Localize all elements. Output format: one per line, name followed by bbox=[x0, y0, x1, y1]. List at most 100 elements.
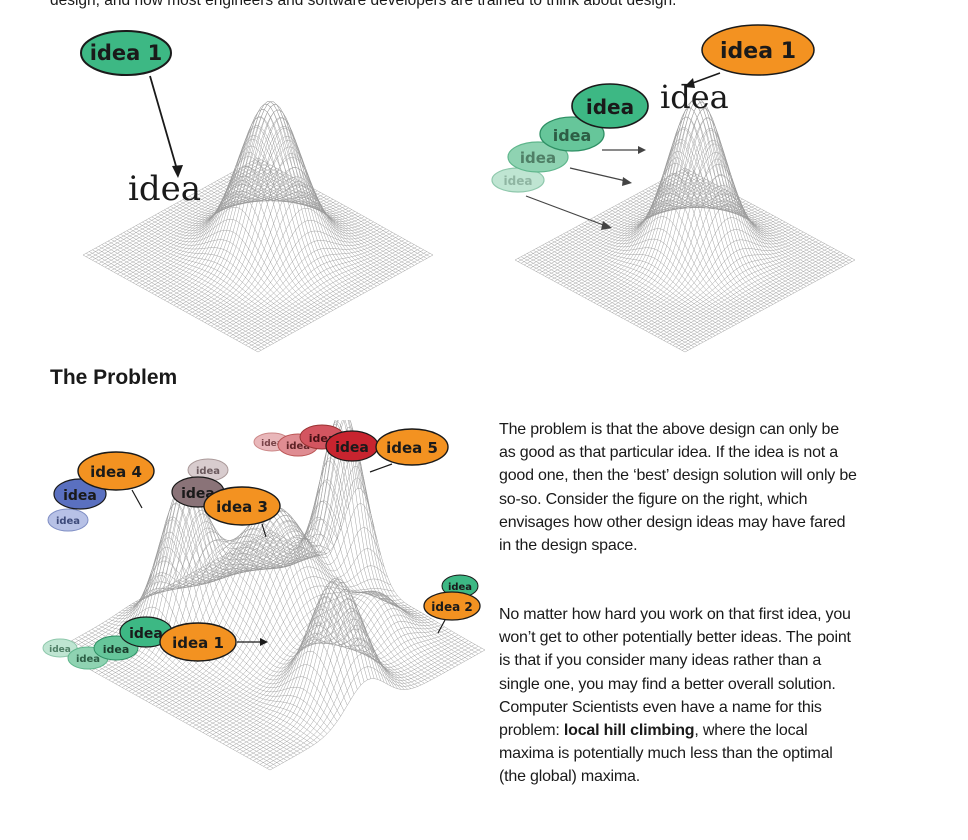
mesh-line bbox=[142, 221, 318, 320]
idea5-faded-1-label: idea bbox=[335, 440, 369, 456]
mesh-line bbox=[554, 189, 725, 282]
idea3-bubble bbox=[203, 486, 281, 526]
mesh-line bbox=[112, 591, 328, 734]
mesh-line bbox=[148, 420, 365, 703]
idea3-faded-1-label: idea bbox=[181, 486, 215, 502]
arrow-head bbox=[638, 146, 646, 154]
mesh-line bbox=[232, 240, 409, 339]
mesh-line bbox=[148, 206, 324, 316]
mesh-line bbox=[524, 254, 695, 348]
paragraph-1: The problem is that the above design can… bbox=[499, 421, 857, 555]
trail-bubble-1 bbox=[571, 83, 649, 129]
mesh-line bbox=[533, 249, 704, 343]
mesh-line bbox=[642, 236, 813, 330]
mesh-line bbox=[542, 245, 713, 338]
figure-single-idea: idea 1 idea bbox=[80, 28, 460, 358]
mesh-line bbox=[92, 249, 268, 348]
multi-hill-mesh bbox=[54, 420, 486, 771]
mesh-line bbox=[201, 194, 377, 322]
idea3-faded-2-label: idea bbox=[196, 466, 220, 477]
paragraph-2-text: No matter how hard you work on that firs… bbox=[499, 606, 851, 740]
mesh-line bbox=[242, 246, 418, 344]
mesh-line bbox=[179, 585, 395, 720]
trail-bubble-4-label: idea bbox=[504, 174, 533, 188]
mesh-line bbox=[136, 225, 312, 323]
mesh-line bbox=[593, 157, 765, 310]
mesh-line bbox=[198, 181, 374, 320]
mesh-line bbox=[684, 259, 856, 353]
mesh-line bbox=[189, 140, 365, 315]
mesh-line bbox=[259, 639, 476, 765]
mesh-line bbox=[545, 243, 716, 336]
mesh-line bbox=[539, 246, 710, 340]
mesh-line bbox=[657, 245, 828, 338]
mesh-line bbox=[129, 228, 305, 327]
idea5-faded-4-label: idea bbox=[261, 439, 283, 449]
mesh-line bbox=[554, 238, 725, 331]
mesh-line bbox=[89, 251, 265, 349]
idea5-bubble bbox=[375, 428, 449, 466]
mesh-line bbox=[195, 167, 371, 318]
idea2-bubble bbox=[423, 591, 481, 621]
idea-bubble-top-label: idea 1 bbox=[720, 39, 796, 64]
mesh-line bbox=[633, 229, 804, 325]
intro-line: design, and how most engineers and softw… bbox=[50, 0, 677, 9]
mesh-line bbox=[572, 228, 743, 321]
arrow-head bbox=[622, 177, 632, 186]
mesh-line bbox=[239, 578, 455, 754]
mesh-line bbox=[229, 239, 405, 337]
mesh-line bbox=[164, 138, 340, 308]
mesh-line bbox=[551, 240, 722, 333]
idea4-bubble-label: idea 4 bbox=[90, 463, 142, 481]
mesh-line bbox=[259, 426, 476, 656]
idea3-bubble-label: idea 3 bbox=[216, 498, 268, 516]
mesh-line bbox=[154, 179, 330, 313]
idea2-faded-1-label: idea bbox=[448, 582, 472, 593]
mesh-line bbox=[108, 606, 324, 738]
figure-problem-landscape: idea idea idea idea idea 5 idea idea ide… bbox=[40, 420, 490, 790]
mesh-line bbox=[104, 242, 280, 341]
mesh-line bbox=[678, 256, 850, 349]
mesh-line bbox=[660, 246, 831, 340]
mesh-line bbox=[186, 104, 362, 295]
idea1-faded-2-label: idea bbox=[103, 643, 130, 656]
mesh-line bbox=[530, 176, 701, 269]
mesh-line bbox=[257, 157, 434, 256]
mesh-line bbox=[584, 202, 755, 315]
mesh-line bbox=[157, 165, 334, 311]
mesh-line bbox=[663, 179, 834, 272]
mesh-line bbox=[226, 528, 442, 675]
mesh-line bbox=[654, 243, 825, 336]
mesh-line bbox=[254, 253, 430, 351]
mesh-line bbox=[675, 254, 846, 348]
idea1-faded-4-label: idea bbox=[49, 645, 71, 655]
trail-bubble-2-label: idea bbox=[553, 126, 592, 145]
mesh-line bbox=[563, 233, 734, 326]
mesh-line bbox=[560, 235, 731, 328]
mesh-line bbox=[254, 159, 430, 257]
idea5-faded-3-label: idea bbox=[286, 441, 310, 452]
mesh-line bbox=[660, 180, 831, 274]
mesh-line bbox=[222, 605, 439, 744]
arrow bbox=[525, 195, 607, 227]
mesh-line bbox=[192, 591, 408, 728]
paragraph-2: No matter how hard you work on that firs… bbox=[499, 603, 859, 789]
arrow-head bbox=[260, 638, 268, 646]
mesh-line bbox=[229, 587, 445, 748]
figure-idea-trail: idea 1 idea idea idea idea idea bbox=[490, 18, 870, 358]
mesh-line bbox=[636, 233, 807, 326]
mesh-line bbox=[581, 216, 752, 317]
mesh-line bbox=[151, 193, 327, 315]
mesh-line bbox=[514, 259, 686, 353]
idea4-faded-2-label: idea bbox=[56, 516, 80, 527]
mesh-line bbox=[209, 597, 425, 737]
mesh-line bbox=[95, 247, 271, 346]
mesh-line bbox=[132, 227, 309, 325]
mesh-line bbox=[602, 101, 774, 308]
mesh-line bbox=[117, 235, 293, 334]
mesh-line bbox=[675, 172, 846, 266]
mesh-line bbox=[627, 203, 798, 321]
mesh-line bbox=[159, 531, 375, 679]
mesh-line bbox=[575, 226, 746, 320]
arrow-head bbox=[684, 78, 695, 88]
